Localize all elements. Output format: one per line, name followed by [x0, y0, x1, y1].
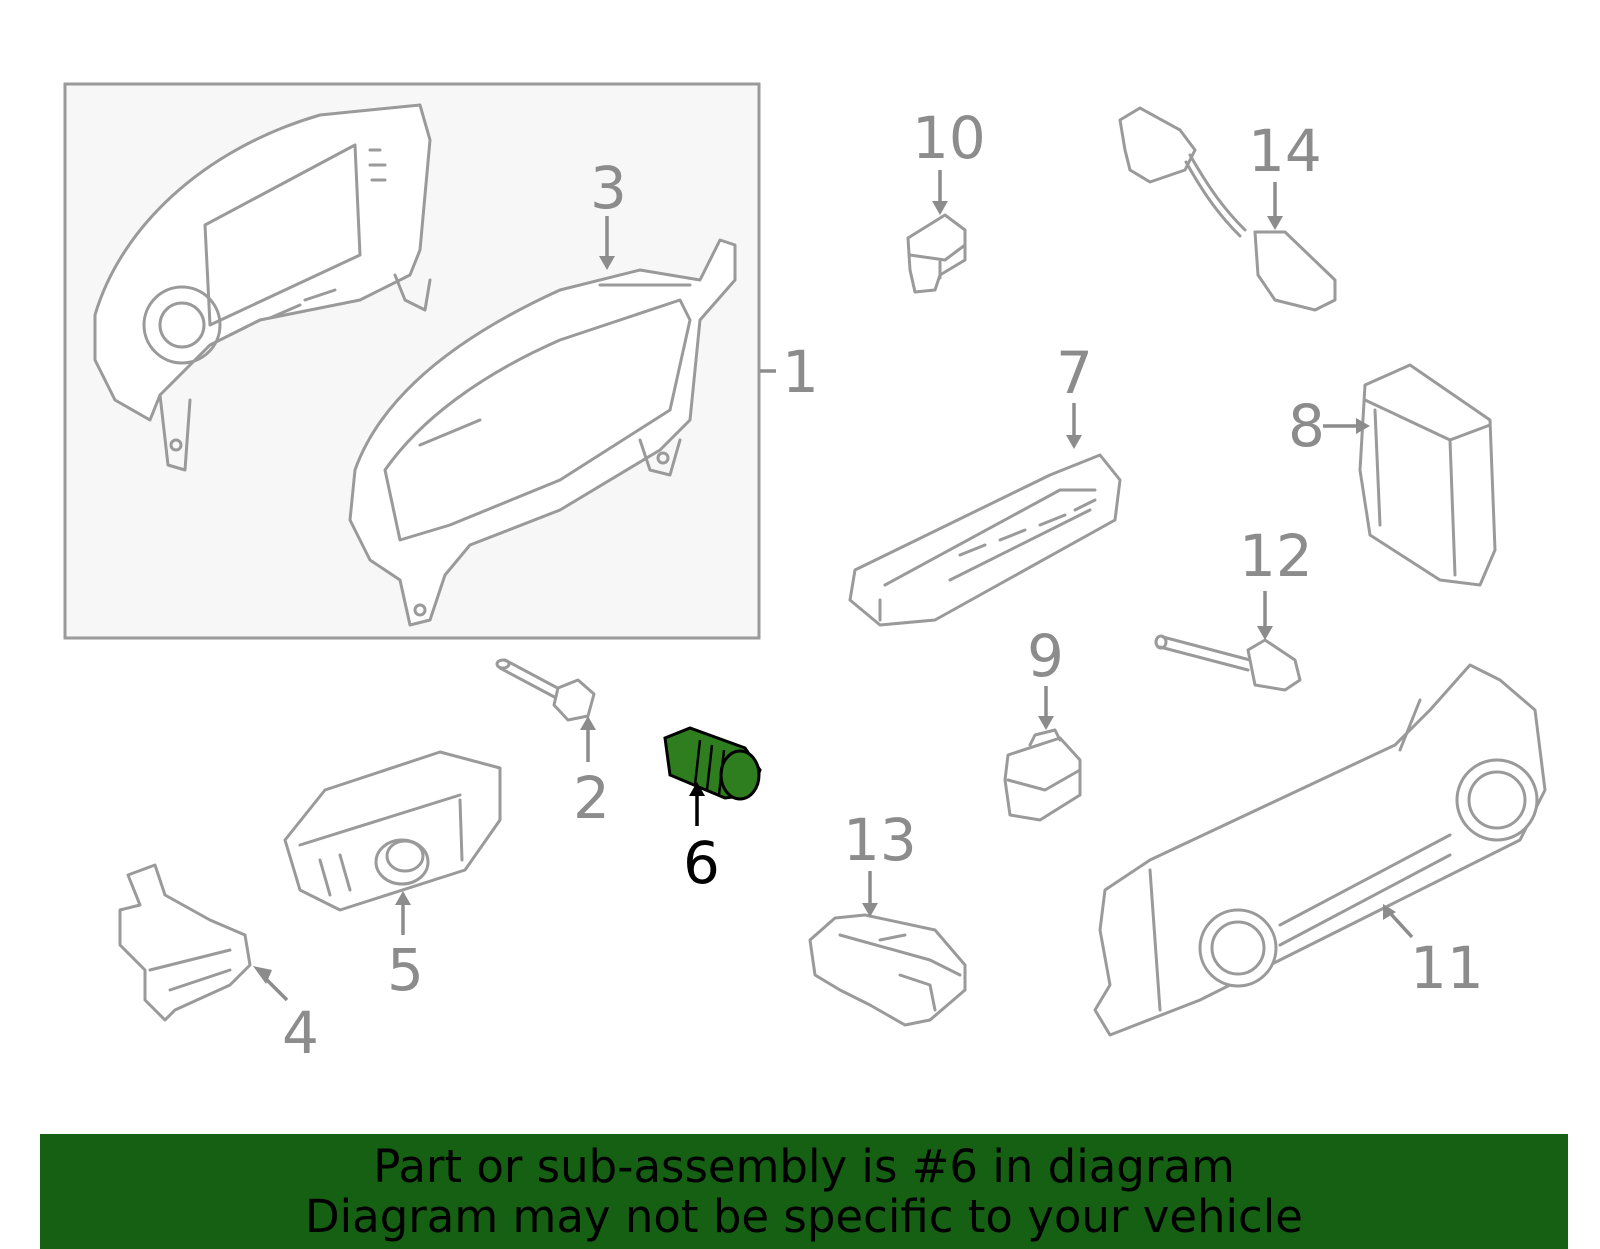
part-2-bolt	[495, 658, 596, 722]
banner-line-1: Part or sub-assembly is #6 in diagram	[373, 1139, 1235, 1193]
callout-label-7: 7	[1056, 339, 1093, 407]
callout-label-2: 2	[573, 764, 610, 832]
part-14-harness	[1118, 106, 1337, 312]
callout-label-10: 10	[912, 104, 986, 172]
banner-line-2: Diagram may not be specific to your vehi…	[305, 1189, 1303, 1243]
callout-11: 11	[1383, 904, 1484, 1002]
part-12-bolt	[1154, 634, 1302, 692]
part-11-climate-panel	[1093, 663, 1547, 1037]
callout-label-12: 12	[1239, 522, 1313, 590]
callout-6: 6	[683, 782, 720, 897]
callout-8: 8	[1288, 392, 1370, 460]
part-5-switch	[283, 750, 502, 912]
cluster-housing-part	[348, 238, 737, 627]
part-9-switch	[1003, 728, 1082, 822]
callout-label-11: 11	[1410, 934, 1484, 1002]
callout-7: 7	[1056, 339, 1093, 449]
callout-10: 10	[912, 104, 986, 215]
callout-4: 4	[253, 966, 319, 1067]
callout-label-5: 5	[387, 936, 424, 1004]
part-4-bracket	[118, 863, 252, 1022]
callout-label-8: 8	[1288, 392, 1325, 460]
callout-label-1: 1	[782, 338, 819, 406]
callout-5: 5	[387, 891, 424, 1004]
callout-label-3: 3	[590, 154, 627, 222]
callout-1: 1	[760, 338, 819, 406]
callout-12: 12	[1239, 522, 1313, 640]
callout-label-14: 14	[1248, 117, 1322, 185]
callout-13: 13	[843, 806, 917, 917]
callout-label-13: 13	[843, 806, 917, 874]
callout-3: 3	[590, 154, 627, 270]
part-8-module	[1358, 363, 1497, 587]
callout-label-9: 9	[1027, 622, 1064, 690]
part-13-connector	[808, 913, 967, 1027]
part-7-switch-panel	[848, 453, 1122, 627]
part-6-highlighted	[663, 726, 762, 801]
callout-label-6: 6	[683, 829, 720, 897]
callout-14: 14	[1248, 117, 1322, 230]
callout-9: 9	[1027, 622, 1064, 730]
callout-2: 2	[573, 716, 610, 832]
part-10-switch	[906, 213, 967, 294]
callout-label-4: 4	[282, 999, 319, 1067]
cluster-display-part	[93, 103, 432, 472]
info-banner: Part or sub-assembly is #6 in diagram Di…	[40, 1134, 1568, 1249]
